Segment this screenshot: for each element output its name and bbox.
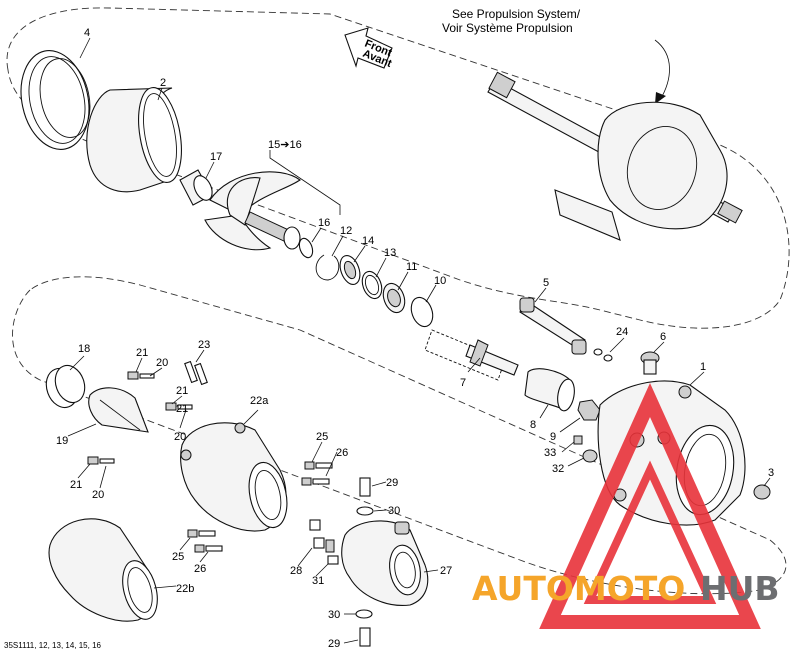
part-4-wear-ring	[20, 50, 91, 150]
propulsion-arrowhead	[655, 92, 666, 104]
part-29-30-bolt-bottom	[355, 609, 373, 647]
callout-31: 31	[312, 575, 324, 587]
watermark-triangle-inner	[583, 460, 717, 604]
part-10-o-ring	[410, 296, 434, 328]
part-22b-nozzle	[48, 518, 158, 622]
callout-3: 3	[768, 467, 774, 479]
part-19-cone-cover	[88, 387, 149, 433]
part-24-washers	[593, 348, 613, 362]
callout-28: 28	[290, 565, 302, 577]
part-5-bracket	[519, 297, 587, 355]
callout-32: 32	[552, 463, 564, 475]
callout-22a: 22a	[250, 395, 269, 407]
propulsion-note-line2: Voir Système Propulsion	[442, 21, 573, 35]
front-direction-arrow	[344, 27, 393, 69]
callout-6: 6	[660, 331, 666, 343]
callout-24: 24	[616, 326, 628, 338]
callout-21-c: 21	[176, 403, 188, 415]
callout-12: 12	[340, 225, 352, 237]
propulsion-note-line1: See Propulsion System/	[452, 7, 581, 21]
callout-33: 33	[544, 447, 556, 459]
part-8-bearing	[524, 368, 575, 412]
watermark-triangle	[539, 382, 761, 629]
part-16-o-ring	[298, 237, 314, 259]
part-21-20-screw-set-a	[127, 371, 155, 380]
callout-25-b: 25	[172, 551, 184, 563]
upper-group-outline	[6, 7, 790, 329]
watermark-brand-part2: HUB	[700, 569, 780, 608]
callout-14: 14	[362, 235, 374, 247]
callout-13: 13	[384, 247, 396, 259]
propulsion-arrow	[654, 39, 670, 101]
callout-20-b: 20	[174, 431, 186, 443]
callout-19: 19	[56, 435, 68, 447]
part-2-wear-sleeve	[86, 87, 182, 193]
callout-17: 17	[210, 151, 222, 163]
callout-18: 18	[78, 343, 90, 355]
part-9-nut	[577, 399, 601, 421]
callout-22b: 22b	[176, 583, 194, 595]
part-13-ring	[361, 270, 383, 300]
callout-10: 10	[434, 275, 446, 287]
callout-15-16: 15➔16	[268, 139, 302, 151]
part-12-circlip	[315, 254, 340, 281]
part-29-30-bolt-top	[356, 477, 374, 516]
part-3-cap	[753, 484, 771, 500]
callout-5: 5	[543, 277, 549, 289]
part-18-o-rings	[45, 364, 86, 409]
part-15-16-impeller	[204, 171, 301, 251]
watermark-logo	[539, 382, 761, 629]
callout-7: 7	[460, 377, 466, 389]
callout-23: 23	[198, 339, 210, 351]
callout-2: 2	[160, 77, 166, 89]
part-7-shaft	[424, 329, 519, 381]
part-33-bolt	[573, 435, 583, 445]
callout-8: 8	[530, 419, 536, 431]
callout-25-a: 25	[316, 431, 328, 443]
diagram-code: 35S1111, 12, 13, 14, 15, 16	[4, 641, 102, 650]
watermark-brand-part1: AUTOMOTO	[472, 569, 685, 608]
part-23-pins	[184, 360, 208, 386]
drive-shaft-assembly	[487, 71, 743, 241]
part-14-seal	[339, 255, 361, 285]
part-25-26-screw-set-a	[301, 461, 333, 486]
callout-20-a: 20	[156, 357, 168, 369]
part-31-bushing	[325, 539, 339, 565]
callout-4: 4	[84, 27, 90, 39]
callout-21-b: 21	[176, 385, 188, 397]
part-27-steering-nozzle	[341, 520, 429, 606]
callout-20-c: 20	[92, 489, 104, 501]
part-21-20-screw-set-c	[87, 456, 115, 465]
callout-1: 1	[700, 361, 706, 373]
part-17-cone	[179, 169, 213, 206]
part-21-20-screw-set-b	[165, 402, 193, 411]
callout-21-d: 21	[70, 479, 82, 491]
part-22a-venturi	[180, 422, 288, 532]
callout-16: 16	[318, 217, 330, 229]
callout-21-a: 21	[136, 347, 148, 359]
callout-27: 27	[440, 565, 452, 577]
leader-lines	[67, 37, 771, 644]
part-32-washer	[582, 449, 598, 463]
callout-29-a: 29	[386, 477, 398, 489]
callout-30-a: 30	[388, 505, 400, 517]
callout-26-a: 26	[336, 447, 348, 459]
callout-9: 9	[550, 431, 556, 443]
callout-26-b: 26	[194, 563, 206, 575]
callout-29-b: 29	[328, 638, 340, 650]
callout-30-b: 30	[328, 609, 340, 621]
callout-11: 11	[406, 261, 417, 273]
part-11-bearing	[382, 282, 406, 314]
part-28-bushing	[309, 519, 325, 549]
part-25-26-screw-set-b	[187, 529, 223, 553]
part-6-plug	[640, 351, 660, 375]
